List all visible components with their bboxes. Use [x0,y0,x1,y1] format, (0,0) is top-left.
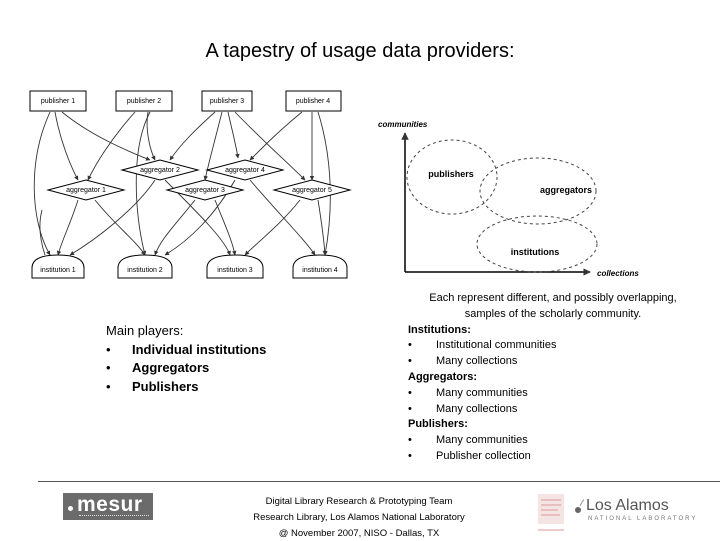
bullet: • [408,434,412,447]
footer-line-1: Digital Library Research & Prototyping T… [265,496,453,507]
network-edges [33,111,331,256]
slide-title: A tapestry of usage data providers: [205,40,515,62]
y-axis-label: communities [378,120,428,129]
provider-description: Each represent different, and possibly o… [408,291,698,465]
institution-node-2: institution 2 [117,254,173,279]
mesur-logo-strip [79,515,149,518]
institution-label: institution 4 [302,267,338,274]
institution-node-4: institution 4 [292,254,348,279]
bullet: • [408,402,412,415]
description-intro: Each represent different, and possibly o… [429,292,677,320]
bullet: • [408,386,412,399]
footer-line-3: @ November 2007, NISO - Dallas, TX [278,527,440,539]
bullet: • [408,449,412,462]
publisher-node-1: publisher 1 [29,90,87,112]
mesur-logo-text: mesur [77,493,143,516]
group-heading-aggregators: Aggregators: [408,370,478,383]
aggregator-label: aggregator 2 [140,167,180,174]
list-item: • Many collections [408,354,698,370]
publisher-label: publisher 2 [127,98,161,105]
group-item: Many communities [436,434,528,447]
venn-set-institutions [476,215,598,273]
venn-label-aggregators: aggregators [540,185,592,195]
publisher-node-3: publisher 3 [201,90,253,112]
aggregator-label: aggregator 3 [185,187,225,194]
institution-node-1: institution 1 [31,254,85,279]
list-item: • Many communities [408,433,698,449]
institution-label: institution 1 [40,267,76,274]
mesur-dot-icon [68,506,73,511]
aggregator-label: aggregator 4 [225,167,265,174]
main-player-item: Individual institutions [132,341,267,357]
venn-label-institutions: institutions [511,247,560,257]
lanl-logo-subtext: NATIONAL LABORATORY [588,516,698,522]
main-player-item: Aggregators [132,360,210,375]
venn-label-publishers: publishers [428,169,474,179]
list-item: • Individual institutions [106,341,266,360]
x-axis-label: collections [597,269,639,278]
venn-set-aggregators [479,157,597,225]
publisher-label: publisher 1 [41,98,75,105]
main-player-item: Publishers [132,378,199,394]
publisher-label: publisher 4 [296,98,330,105]
bullet: • [106,378,111,394]
list-item: • Many collections [408,402,698,418]
institution-node-3: institution 3 [206,254,264,279]
main-players-list: Main players: • Individual institutions … [106,322,266,396]
lanl-logo-text: Los Alamos [586,497,669,514]
los-alamos-logo: Los Alamos NATIONAL LABORATORY [538,488,708,538]
aggregator-label: aggregator 1 [66,187,106,194]
venn-set-publishers [406,139,498,215]
list-item: • Publisher collection [408,449,698,465]
list-item: • Institutional communities [408,338,698,354]
footer-credits: Digital Library Research & Prototyping T… [230,494,488,541]
lanl-badge-icon [538,494,584,531]
group-item: Many collections [436,355,518,368]
institution-label: institution 3 [217,267,253,274]
bullet: • [106,341,111,357]
list-item: • Many communities [408,386,698,402]
bullet: • [408,355,412,368]
group-heading-publishers: Publishers: [408,418,468,431]
group-item: Institutional communities [436,339,557,352]
institution-label: institution 2 [127,267,163,274]
group-item: Many collections [436,402,518,415]
aggregator-label: aggregator 5 [292,187,332,194]
list-item: • Publishers [106,378,266,397]
main-players-heading: Main players: [106,323,184,338]
publisher-label: publisher 3 [210,98,244,105]
list-item: • Aggregators [106,359,266,378]
aggregator-node-2: aggregator 2 [120,159,200,181]
group-item: Publisher collection [436,449,531,462]
publisher-node-2: publisher 2 [115,90,173,112]
footer-divider [38,481,720,482]
mesur-logo: mesur [63,493,153,520]
publisher-node-4: publisher 4 [285,90,342,112]
aggregator-node-4: aggregator 4 [205,159,285,181]
aggregator-node-3: aggregator 3 [165,179,245,201]
aggregator-node-1: aggregator 1 [46,179,126,201]
venn-diagram: communities collections publishers aggre… [378,120,639,278]
group-item: Many communities [436,386,528,399]
bullet: • [408,339,412,352]
group-heading-institutions: Institutions: [408,323,471,336]
aggregator-node-5: aggregator 5 [272,179,352,201]
bullet: • [106,360,111,375]
footer-line-2: Research Library, Los Alamos National La… [253,511,465,523]
